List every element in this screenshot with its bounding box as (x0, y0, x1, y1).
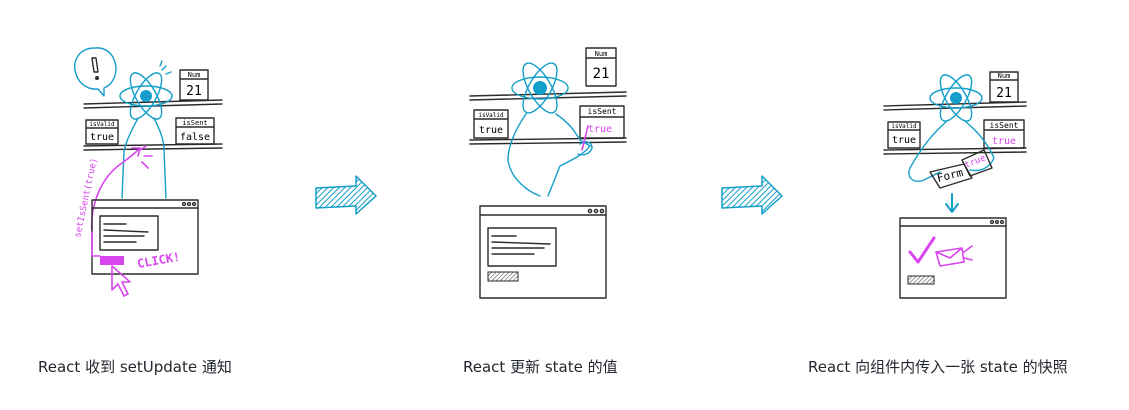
issent-label: isSent (990, 121, 1019, 130)
cursor-icon (111, 265, 131, 297)
num-label: Num (595, 50, 608, 58)
react-atom-head (929, 74, 983, 122)
isvalid-label: isValid (89, 121, 115, 128)
sent-envelope-icon (935, 245, 973, 267)
isvalid-value: true (479, 125, 503, 136)
right-arrow-icon (315, 175, 377, 215)
issent-value: false (180, 132, 210, 143)
issent-label: isSent (588, 107, 617, 116)
issent-label: isSent (182, 119, 207, 127)
num-value: 21 (996, 86, 1012, 101)
react-atom-head (511, 62, 569, 114)
submit-button[interactable] (487, 271, 519, 282)
panel-2-scene: Num 21 isValid true isSent true (469, 47, 627, 299)
isvalid-label: isValid (478, 112, 504, 119)
num-label: Num (188, 71, 201, 79)
submit-button[interactable] (100, 256, 124, 265)
browser-window (479, 205, 607, 299)
checkmark-icon (908, 236, 936, 264)
caption-step-2: React 更新 state 的值 (463, 358, 618, 376)
caption-step-3: React 向组件内传入一张 state 的快照 (808, 358, 1068, 376)
caption-step-1: React 收到 setUpdate 通知 (38, 358, 232, 376)
react-atom-head (119, 60, 173, 120)
num-value: 21 (593, 66, 610, 82)
submit-button[interactable] (907, 275, 935, 285)
isvalid-label: isValid (891, 123, 917, 130)
browser-window (91, 199, 199, 275)
num-label: Num (998, 72, 1011, 80)
browser-window (899, 217, 1007, 299)
click-label: CLICK! (136, 250, 181, 271)
panel-3-scene: Num 21 isValid true isSent true Form tru… (883, 71, 1027, 299)
isvalid-value: true (892, 135, 916, 146)
num-value: 21 (186, 84, 202, 99)
right-arrow-icon (721, 175, 783, 215)
issent-value: true (992, 136, 1016, 147)
exclamation-icon (74, 47, 117, 97)
form-label: Form (936, 166, 965, 185)
issent-value: true (588, 124, 612, 135)
panel-1-scene: Num 21 isValid true isSent false setIsSe… (73, 47, 223, 297)
isvalid-value: true (90, 132, 114, 143)
